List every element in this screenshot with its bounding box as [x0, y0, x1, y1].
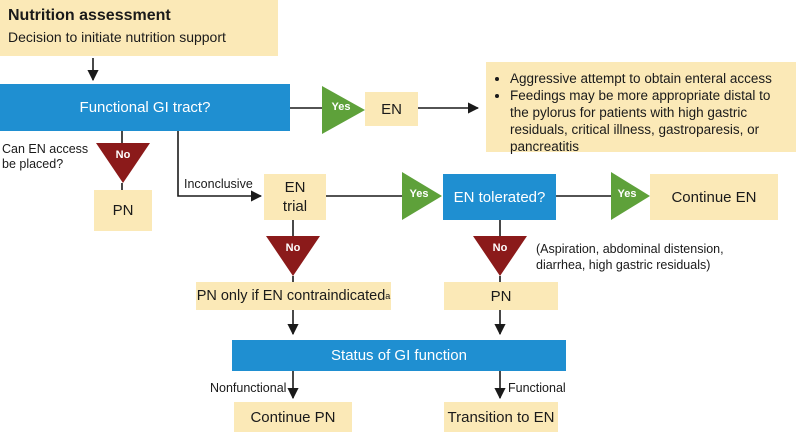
pn-left-box: PN — [94, 190, 152, 231]
nonfunctional-label: Nonfunctional — [210, 381, 287, 395]
en-trial-box: EN trial — [264, 174, 326, 220]
no-triangle-left — [96, 143, 150, 183]
no-label-left: No — [115, 149, 131, 161]
header-title: Nutrition assessment — [8, 7, 171, 24]
no-triangle-tolerated — [473, 236, 527, 276]
pn-mid-box: PN — [444, 282, 558, 310]
yes-triangle-top — [322, 86, 365, 134]
pn-contra-footnote: a — [385, 291, 391, 301]
bullet-item: Aggressive attempt to obtain enteral acc… — [510, 70, 786, 87]
yes-label-top: Yes — [331, 101, 351, 113]
header-subtitle: Decision to initiate nutrition support — [8, 29, 226, 45]
bullet-box: Aggressive attempt to obtain enteral acc… — [486, 62, 796, 155]
no-label-trial: No — [285, 242, 301, 254]
functional-label: Functional — [508, 381, 566, 395]
symptoms-label: (Aspiration, abdominal distension, diarr… — [536, 242, 724, 272]
yes-label-tolerated: Yes — [617, 188, 637, 200]
header-box: Nutrition assessment Decision to initiat… — [0, 0, 278, 56]
continue-pn-box: Continue PN — [234, 402, 352, 432]
status-gi-box: Status of GI function — [232, 340, 566, 371]
yes-label-trial: Yes — [409, 188, 429, 200]
bullet-item: Feedings may be more appropriate distal … — [510, 87, 786, 155]
continue-en-box: Continue EN — [650, 174, 778, 220]
yes-triangle-tolerated — [611, 172, 650, 220]
functional-gi-box: Functional GI tract? — [0, 84, 290, 131]
en-tolerated-box: EN tolerated? — [443, 174, 556, 220]
arrow-inconclusive — [177, 131, 263, 202]
can-en-label: Can EN access be placed? — [2, 142, 89, 171]
pn-contra-text: PN only if EN contraindicated — [196, 288, 386, 304]
yes-triangle-trial — [402, 172, 442, 220]
transition-en-box: Transition to EN — [444, 402, 558, 432]
no-triangle-trial — [266, 236, 320, 276]
no-label-tolerated: No — [492, 242, 508, 254]
en-top-box: EN — [365, 92, 418, 126]
inconclusive-label: Inconclusive — [184, 177, 253, 191]
